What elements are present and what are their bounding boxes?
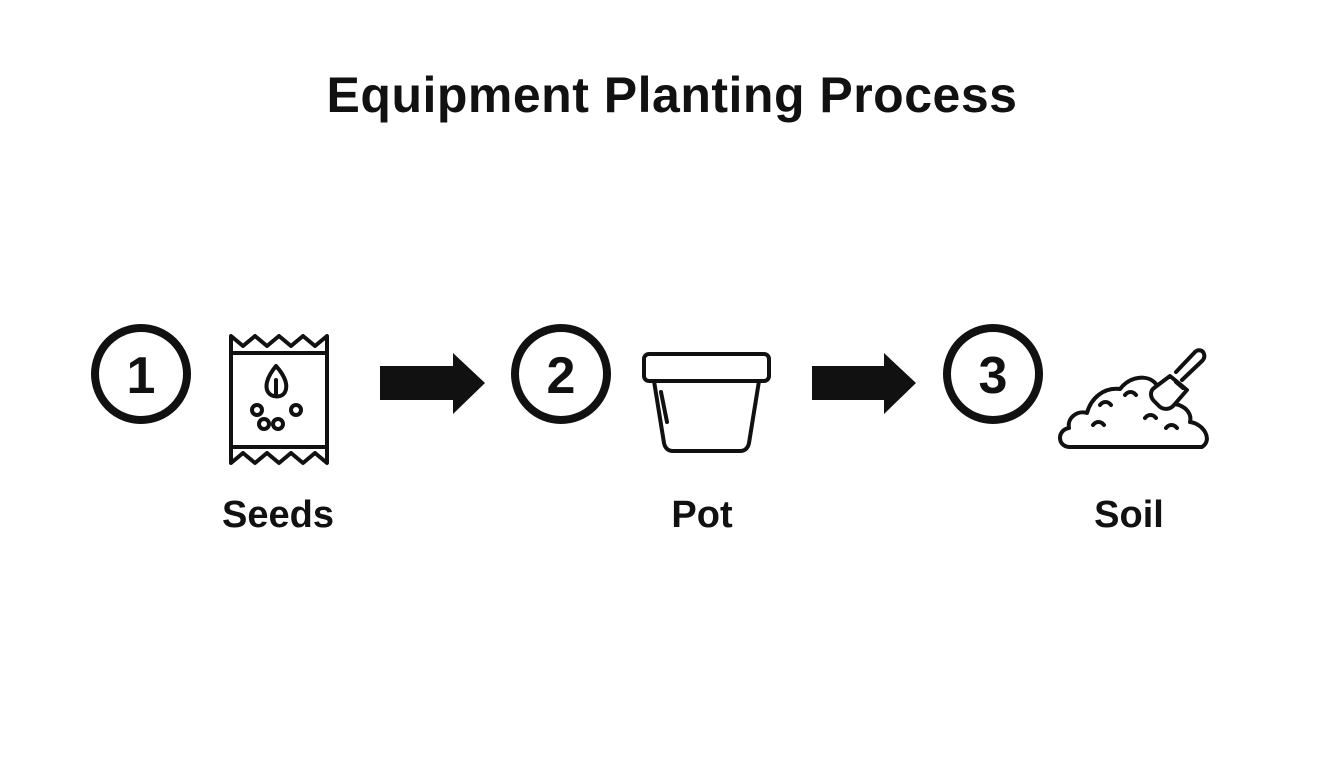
step-1-label: Seeds [222, 494, 334, 536]
arrow-2-to-3 [812, 353, 916, 414]
step-2-label: Pot [671, 494, 733, 536]
step-3-label: Soil [1094, 494, 1164, 536]
step-1-number-badge: 1 [91, 324, 191, 424]
seed-packet-icon [229, 334, 329, 465]
step-2-number: 2 [547, 347, 576, 405]
step-3-number: 3 [979, 347, 1008, 405]
soil-shovel-icon [1058, 348, 1209, 449]
flower-pot-icon [642, 352, 771, 453]
diagram-title: Equipment Planting Process [326, 67, 1018, 123]
step-3-number-badge: 3 [943, 324, 1043, 424]
arrow-1-to-2 [380, 353, 485, 414]
step-2-number-badge: 2 [511, 324, 611, 424]
step-1-number: 1 [127, 347, 156, 405]
